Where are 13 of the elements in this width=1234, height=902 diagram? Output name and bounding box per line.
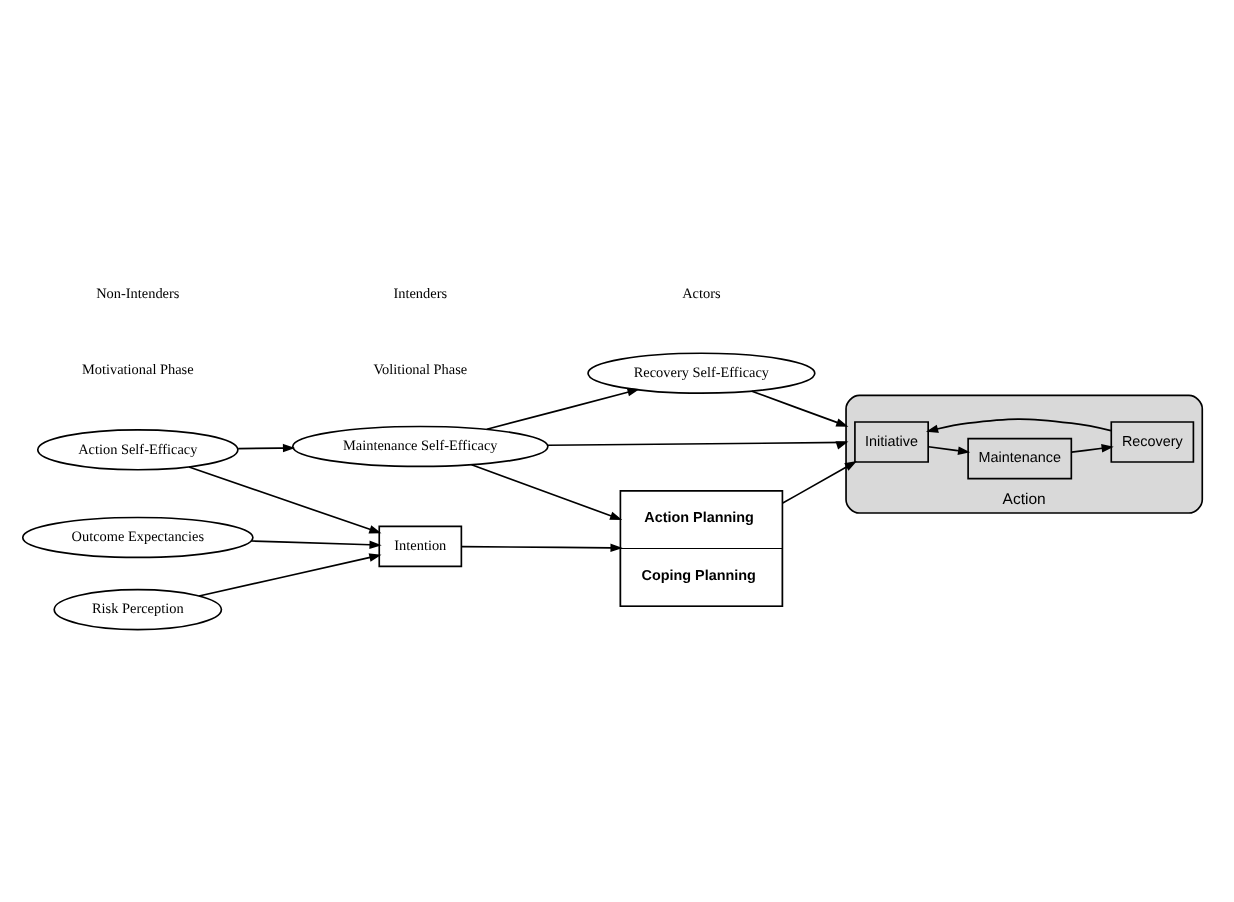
arrow	[237, 442, 296, 452]
arrow	[781, 460, 857, 503]
arrow	[250, 539, 382, 549]
arrow	[485, 387, 640, 430]
arrow	[1070, 443, 1114, 452]
arrow	[546, 440, 849, 449]
arrow	[188, 465, 382, 533]
arrow	[925, 417, 1112, 432]
arrow	[198, 552, 382, 596]
arrow	[470, 463, 623, 519]
arrow	[460, 542, 623, 552]
arrow	[751, 389, 849, 426]
arrow	[927, 444, 971, 454]
